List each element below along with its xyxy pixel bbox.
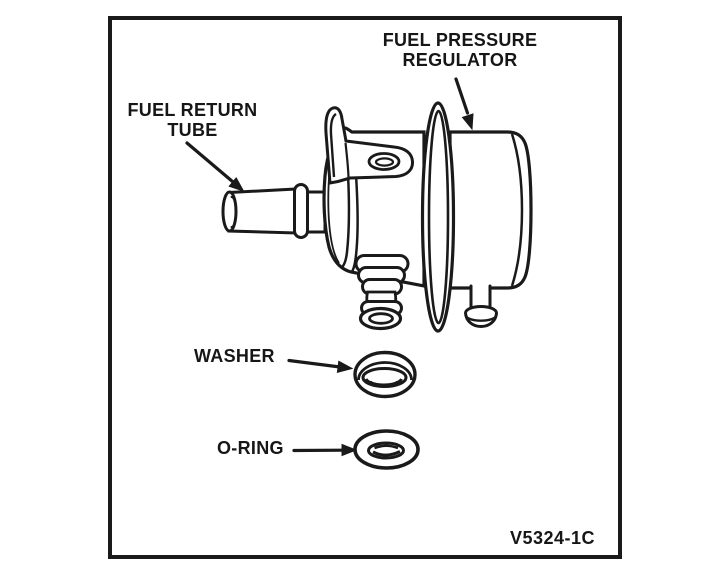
label-washer: WASHER xyxy=(194,346,275,366)
side-nipple-drawing xyxy=(463,283,499,329)
tube-collar-ring xyxy=(293,183,309,239)
washer-drawing xyxy=(353,350,417,399)
mounting-bracket-drawing xyxy=(324,106,415,185)
o-ring-drawing xyxy=(353,429,420,470)
figure-code: V5324-1C xyxy=(510,528,596,548)
label-fuel-pressure-regulator: FUEL PRESSURE REGULATOR xyxy=(382,30,538,70)
arrow-o-ring xyxy=(292,443,358,457)
callout-arrows xyxy=(185,77,474,457)
arrow-fuel-pressure-regulator xyxy=(454,77,474,131)
outlet-nipple-drawing xyxy=(354,254,410,331)
fuel-return-tube-drawing xyxy=(221,183,327,239)
arrow-fuel-return-tube xyxy=(185,141,245,192)
label-o-ring: O-RING xyxy=(217,438,284,458)
bracket-slot xyxy=(367,152,401,171)
label-fuel-return-tube: FUEL RETURN TUBE xyxy=(127,100,258,140)
diagram-border xyxy=(108,16,622,559)
regulator-can-drawing xyxy=(448,130,533,290)
arrow-washer xyxy=(287,358,354,373)
flange-ring-drawing xyxy=(420,101,456,333)
